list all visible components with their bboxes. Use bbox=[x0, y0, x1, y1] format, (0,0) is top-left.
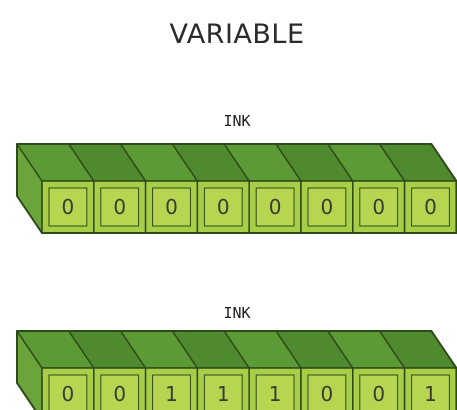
bit-cell-inner bbox=[411, 374, 450, 410]
bit-register: 0 0 0 0 0 0 0 0 bbox=[16, 143, 457, 234]
register-outline bbox=[16, 143, 457, 234]
bit-cell-inner bbox=[359, 374, 399, 410]
bit-value: 0 bbox=[113, 382, 126, 406]
bit-value: 0 bbox=[269, 195, 282, 219]
bit-value: 1 bbox=[165, 382, 178, 406]
variable-label: INK bbox=[223, 304, 250, 322]
bit-value: 0 bbox=[424, 195, 437, 219]
bit-cell-inner bbox=[152, 374, 191, 410]
bit-cell-inner bbox=[255, 374, 295, 410]
bit-register: 0 0 1 1 1 0 0 1 bbox=[16, 330, 457, 410]
bit-cell-inner bbox=[152, 187, 191, 227]
bit-value: 0 bbox=[321, 382, 334, 406]
bit-cell-inner bbox=[359, 187, 399, 227]
bit-cell-inner bbox=[307, 374, 347, 410]
diagram-title: VARIABLE bbox=[169, 19, 304, 50]
bit-value: 0 bbox=[372, 382, 385, 406]
bit-value: 1 bbox=[424, 382, 437, 406]
bit-value: 0 bbox=[217, 195, 230, 219]
register-outline bbox=[16, 330, 457, 410]
bit-cell-inner bbox=[307, 187, 347, 227]
bit-cell-inner bbox=[48, 374, 88, 410]
bit-value: 1 bbox=[217, 382, 230, 406]
variable-label: INK bbox=[223, 112, 250, 130]
variable-ink-2: INK 0 0 1 1 1 0 0 1 bbox=[16, 304, 457, 410]
bit-cell-inner bbox=[203, 374, 243, 410]
bit-value: 0 bbox=[62, 382, 75, 406]
bit-value: 0 bbox=[372, 195, 385, 219]
bit-cell-inner bbox=[411, 187, 450, 227]
bit-value: 0 bbox=[165, 195, 178, 219]
bit-cell-inner bbox=[48, 187, 88, 227]
bit-value: 1 bbox=[269, 382, 282, 406]
bit-value: 0 bbox=[321, 195, 334, 219]
bit-cell-inner bbox=[203, 187, 243, 227]
bit-cell-inner bbox=[100, 374, 140, 410]
bit-cell-inner bbox=[255, 187, 295, 227]
bit-value: 0 bbox=[62, 195, 75, 219]
bit-cell-inner bbox=[100, 187, 140, 227]
variable-ink-1: INK 0 0 0 0 0 0 0 0 bbox=[16, 112, 457, 234]
bit-value: 0 bbox=[113, 195, 126, 219]
